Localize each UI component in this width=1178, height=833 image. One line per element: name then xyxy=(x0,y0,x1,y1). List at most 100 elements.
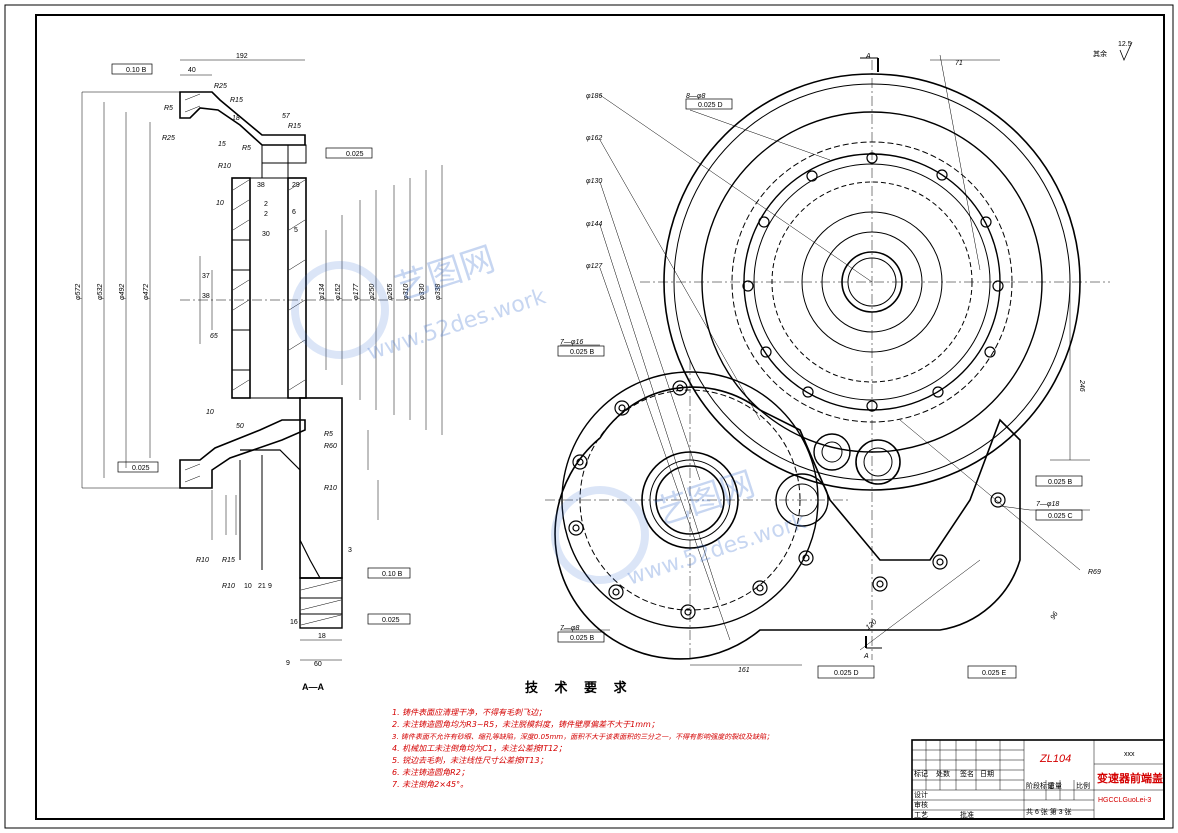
roughness-value: 12.5 xyxy=(1118,41,1132,48)
svg-text:37: 37 xyxy=(202,273,210,280)
svg-text:φ310: φ310 xyxy=(403,284,410,300)
svg-text:161: 161 xyxy=(738,667,750,674)
svg-text:10: 10 xyxy=(206,409,214,416)
svg-text:9: 9 xyxy=(268,583,272,590)
roughness-note: 其余 12.5 xyxy=(1093,41,1133,62)
svg-text:φ330: φ330 xyxy=(419,284,426,300)
tech-req-5: 5. 锐边去毛刺，未注线性尺寸公差按IT13； xyxy=(392,756,548,765)
tech-req-3: 3. 铸件表面不允许有砂眼、缩孔等缺陷，深度0.05mm，面积不大于该表面积的三… xyxy=(392,733,773,741)
svg-text:50: 50 xyxy=(236,423,244,430)
svg-text:21: 21 xyxy=(258,583,266,590)
title-block: ZL104 xxx 变速器前端盖 HGCCLGuoLei-3 标记 处数 签名 … xyxy=(911,739,1165,820)
svg-text:0.10 B: 0.10 B xyxy=(126,67,147,74)
section-view-aa xyxy=(81,59,443,661)
svg-text:R25: R25 xyxy=(162,135,175,142)
drawing-number: HGCCLGuoLei-3 xyxy=(1098,797,1151,804)
svg-text:φ144: φ144 xyxy=(586,221,602,228)
tech-req-2: 2. 未注铸造圆角均为R3~R5，未注脱模斜度，铸件壁厚偏差不大于1mm； xyxy=(392,720,659,729)
svg-text:φ492: φ492 xyxy=(119,284,126,300)
svg-text:R10: R10 xyxy=(196,557,209,564)
svg-text:38: 38 xyxy=(257,182,265,189)
technical-requirements: 技 术 要 求 1. 铸件表面应清理干净，不得有毛刺飞边； 2. 未注铸造圆角均… xyxy=(392,680,773,789)
svg-text:φ572: φ572 xyxy=(75,284,82,300)
svg-text:0.025 D: 0.025 D xyxy=(698,102,723,109)
svg-text:φ186: φ186 xyxy=(586,93,602,100)
section-marker-top: A xyxy=(865,53,871,60)
svg-text:192: 192 xyxy=(236,53,248,60)
svg-text:96: 96 xyxy=(1050,611,1060,621)
svg-text:9: 9 xyxy=(286,660,290,667)
svg-text:246: 246 xyxy=(1078,379,1085,392)
tb-count: 处数 xyxy=(936,769,950,778)
svg-text:0.025 C: 0.025 C xyxy=(1048,513,1073,520)
svg-text:φ127: φ127 xyxy=(586,263,603,270)
tb-signature: 签名 xyxy=(960,769,974,778)
material: ZL104 xyxy=(1039,753,1071,765)
tb-stage: 阶段标记 xyxy=(1026,781,1054,790)
tb-mark: 标记 xyxy=(914,769,928,778)
front-view xyxy=(545,54,1110,666)
sheet-info: 共 6 张 第 3 张 xyxy=(1026,807,1072,816)
svg-text:R5: R5 xyxy=(164,105,173,112)
code: xxx xyxy=(1124,751,1135,758)
svg-text:57: 57 xyxy=(282,113,291,120)
tb-design: 设计 xyxy=(914,790,928,799)
roughness-label: 其余 xyxy=(1093,49,1107,58)
svg-text:0.025 B: 0.025 B xyxy=(570,349,594,356)
svg-text:φ250: φ250 xyxy=(369,284,376,300)
svg-text:R25: R25 xyxy=(214,83,227,90)
svg-text:10: 10 xyxy=(216,200,224,207)
svg-text:R10: R10 xyxy=(324,485,337,492)
section-label: A—A xyxy=(302,682,324,692)
svg-text:R10: R10 xyxy=(222,583,235,590)
svg-text:40: 40 xyxy=(188,67,196,74)
svg-text:7—φ8: 7—φ8 xyxy=(560,625,579,632)
svg-text:R15: R15 xyxy=(288,123,301,130)
svg-text:φ162: φ162 xyxy=(586,135,602,142)
svg-text:7—φ16: 7—φ16 xyxy=(560,339,583,346)
svg-text:0.025: 0.025 xyxy=(346,151,364,158)
svg-text:18: 18 xyxy=(318,633,326,640)
svg-text:R15: R15 xyxy=(230,97,243,104)
tb-date: 日期 xyxy=(980,770,994,778)
svg-text:R60: R60 xyxy=(324,443,337,450)
svg-text:3: 3 xyxy=(348,547,352,554)
svg-text:71: 71 xyxy=(955,60,963,67)
tech-req-7: 7. 未注倒角2×45°。 xyxy=(392,780,468,789)
svg-text:65: 65 xyxy=(210,333,218,340)
section-dimensions: 192 40 R25 R15 R5 R25 18 57 R15 15 R5 R1… xyxy=(75,53,442,668)
svg-text:R15: R15 xyxy=(222,557,235,564)
svg-text:φ177: φ177 xyxy=(353,283,360,300)
tech-req-4: 4. 机械加工未注倒角均为C1，未注公差按IT12； xyxy=(392,744,566,753)
svg-text:φ338: φ338 xyxy=(435,284,442,300)
watermark-cn-1: 艺图网 xyxy=(390,239,499,309)
svg-text:8—φ8: 8—φ8 xyxy=(686,93,705,100)
tech-req-1: 1. 铸件表面应清理干净，不得有毛刺飞边； xyxy=(392,708,546,717)
svg-text:5: 5 xyxy=(294,227,298,234)
svg-text:φ134: φ134 xyxy=(319,284,326,300)
svg-text:φ532: φ532 xyxy=(97,284,104,300)
svg-text:6: 6 xyxy=(292,209,296,216)
inner-frame xyxy=(35,14,1165,820)
svg-text:φ265: φ265 xyxy=(387,284,394,300)
svg-text:0.025 B: 0.025 B xyxy=(1048,479,1072,486)
section-marker-bottom: A xyxy=(863,653,869,660)
svg-text:R69: R69 xyxy=(1088,569,1101,576)
svg-text:0.025 D: 0.025 D xyxy=(834,670,859,677)
svg-text:φ130: φ130 xyxy=(586,178,602,185)
svg-text:0.10 B: 0.10 B xyxy=(382,571,403,578)
svg-text:φ152: φ152 xyxy=(335,284,342,300)
tb-check: 审核 xyxy=(914,800,928,809)
svg-text:7—φ18: 7—φ18 xyxy=(1036,501,1059,508)
svg-text:0.025: 0.025 xyxy=(382,617,400,624)
svg-text:29: 29 xyxy=(292,182,300,189)
svg-text:15: 15 xyxy=(218,141,226,148)
svg-text:38: 38 xyxy=(202,293,210,300)
tb-process: 工艺 xyxy=(914,811,928,819)
svg-text:30: 30 xyxy=(262,231,270,238)
svg-text:R5: R5 xyxy=(324,431,333,438)
part-name: 变速器前端盖 xyxy=(1097,771,1163,785)
svg-text:18: 18 xyxy=(232,115,240,122)
svg-text:2: 2 xyxy=(264,211,268,218)
